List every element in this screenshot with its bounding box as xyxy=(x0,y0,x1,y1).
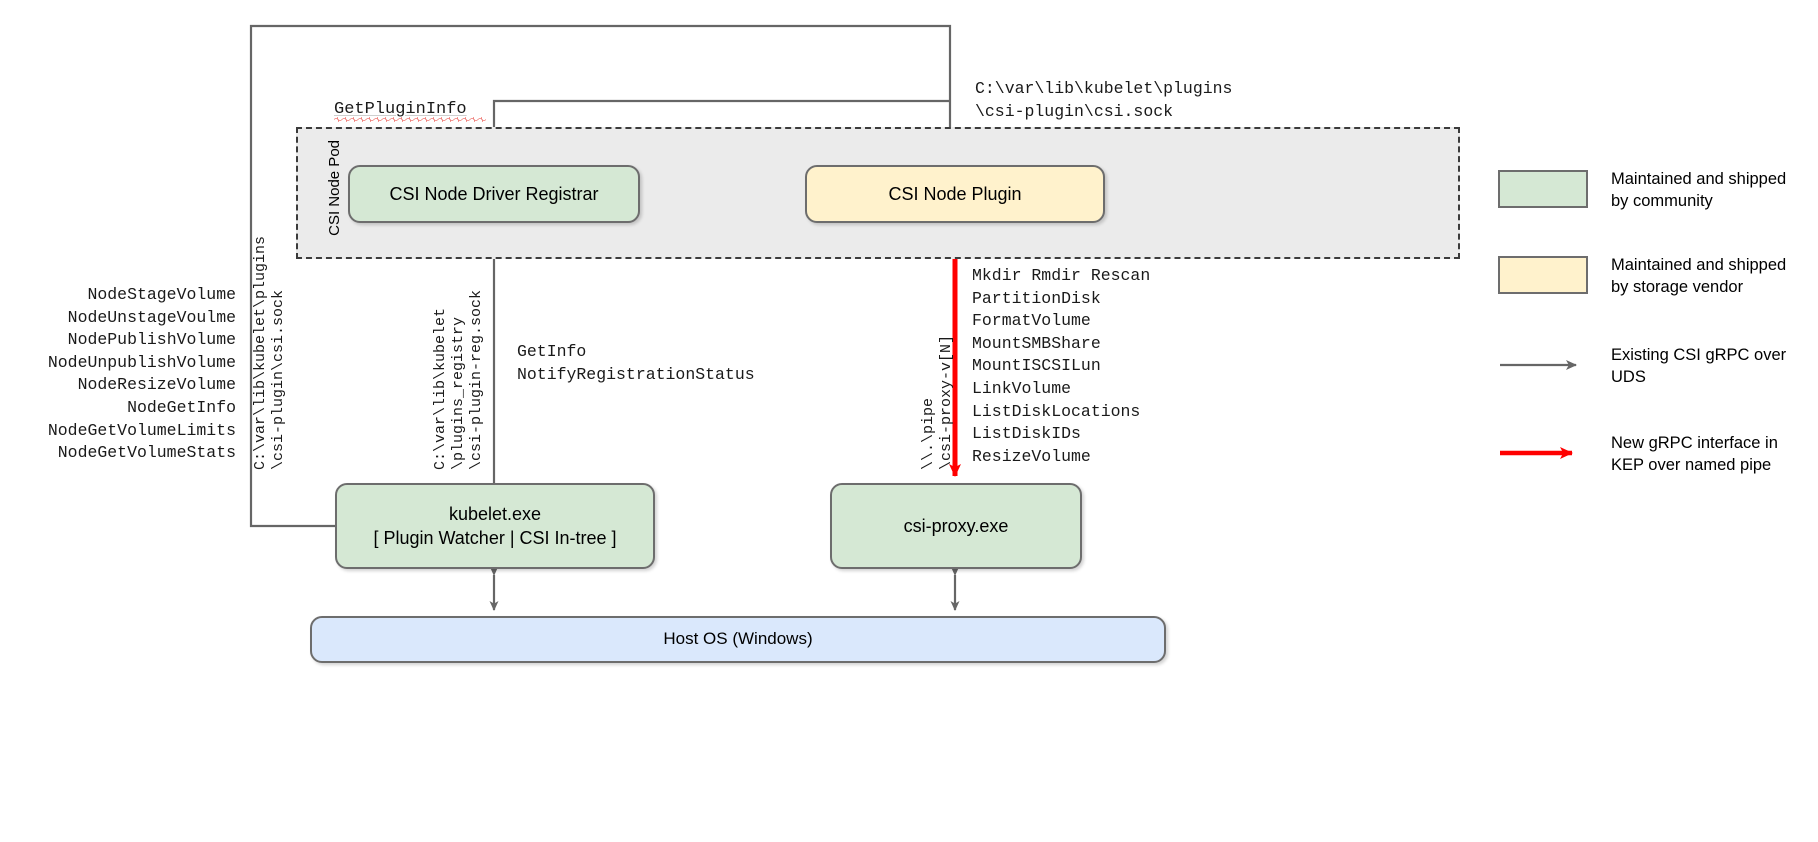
label-getinfo-notify-registration-status: GetInfo NotifyRegistrationStatus xyxy=(517,342,755,384)
legend-item-existing-grpc: Existing CSI gRPC over UDS xyxy=(1498,344,1808,390)
label-get-plugin-info: GetPluginInfo xyxy=(334,100,467,119)
legend-item-community: Maintained and shipped by community xyxy=(1498,168,1808,214)
list-csi-proxy-apis: Mkdir Rmdir Rescan PartitionDisk FormatV… xyxy=(972,266,1151,466)
box-csi-node-driver-registrar-label: CSI Node Driver Registrar xyxy=(389,183,599,204)
legend-swatch-green-icon xyxy=(1498,170,1588,208)
list-node-service-rpcs: NodeStageVolume NodeUnstageVoulme NodePu… xyxy=(47,285,236,463)
spellcheck-squiggle-underline xyxy=(334,117,486,122)
legend-item-new-grpc: New gRPC interface in KEP over named pip… xyxy=(1498,432,1808,478)
legend-item-new-grpc-label: New gRPC interface in KEP over named pip… xyxy=(1611,434,1778,474)
legend-item-storage-vendor-label: Maintained and shipped by storage vendor xyxy=(1611,256,1787,296)
legend-item-storage-vendor: Maintained and shipped by storage vendor xyxy=(1498,254,1808,300)
box-host-os-label: Host OS (Windows) xyxy=(663,629,813,649)
legend-arrow-gray-icon xyxy=(1498,346,1588,384)
box-host-os[interactable]: Host OS (Windows) xyxy=(310,616,1166,663)
csi-node-pod-label-text: CSI Node Pod xyxy=(326,140,343,236)
legend-swatch-yellow-icon xyxy=(1498,256,1588,294)
label-csi-sock-path: C:\var\lib\kubelet\plugins \csi-plugin\c… xyxy=(975,79,1233,121)
label-kubelet-plugins-csi-sock-path: C:\var\lib\kubelet\plugins \csi-plugin\c… xyxy=(252,235,287,470)
csi-node-pod-label: CSI Node Pod xyxy=(310,30,343,236)
box-csi-node-driver-registrar[interactable]: CSI Node Driver Registrar xyxy=(348,165,640,223)
box-kubelet-exe[interactable]: kubelet.exe [ Plugin Watcher | CSI In-tr… xyxy=(335,483,655,569)
legend: Maintained and shipped by community Main… xyxy=(1498,168,1808,518)
box-csi-node-plugin-label: CSI Node Plugin xyxy=(888,183,1022,204)
label-plugins-registry-reg-sock-path: C:\var\lib\kubelet \plugins_registry \cs… xyxy=(432,289,485,470)
label-named-pipe-path: \\.\pipe \csi-proxy-v[N] xyxy=(920,334,955,470)
legend-item-existing-grpc-label: Existing CSI gRPC over UDS xyxy=(1611,346,1787,386)
box-csi-proxy-exe[interactable]: csi-proxy.exe xyxy=(830,483,1082,569)
box-kubelet-exe-line2: [ Plugin Watcher | CSI In-tree ] xyxy=(373,528,617,548)
box-kubelet-exe-line1: kubelet.exe xyxy=(448,503,542,524)
legend-arrow-red-icon xyxy=(1498,434,1588,472)
box-csi-proxy-exe-label: csi-proxy.exe xyxy=(903,515,1009,536)
legend-item-community-label: Maintained and shipped by community xyxy=(1611,170,1787,210)
box-csi-node-plugin[interactable]: CSI Node Plugin xyxy=(805,165,1105,223)
